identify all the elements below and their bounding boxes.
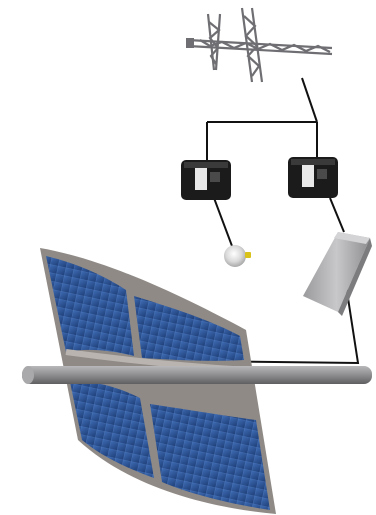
light-bulb-icon: [224, 245, 251, 267]
panel-cells-lower-right: [150, 404, 270, 510]
battery-right-icon: [288, 157, 338, 198]
wire-battery-to-bulb: [214, 198, 232, 246]
battery-left-icon: [181, 160, 231, 200]
inverter-icon: [303, 232, 372, 316]
wire-tower-down: [302, 78, 317, 122]
pole-icon: [22, 366, 372, 384]
wire-battery-to-inverter: [330, 198, 344, 232]
transmission-tower-icon: [186, 8, 332, 82]
